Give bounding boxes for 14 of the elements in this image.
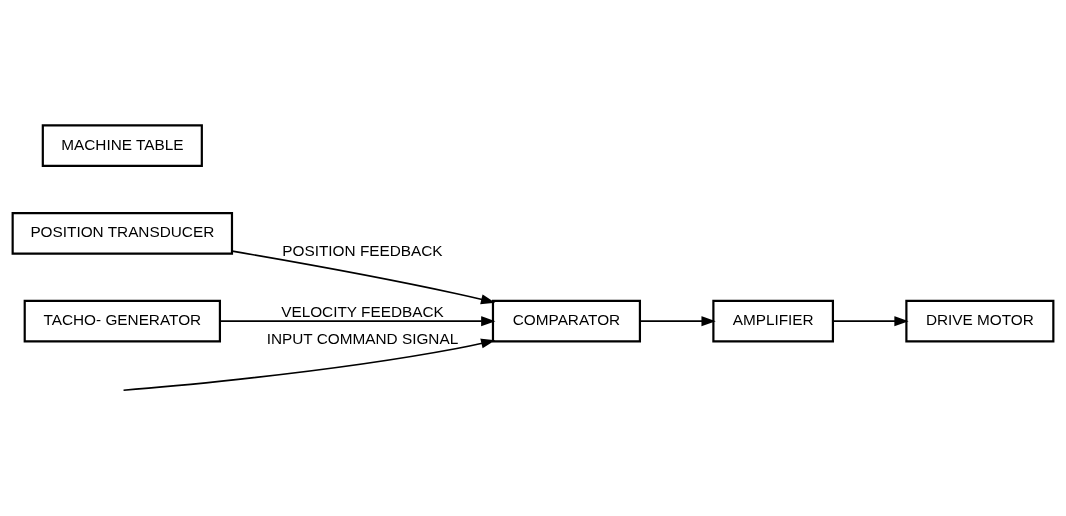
node-box: POSITION TRANSDUCER [11, 212, 234, 255]
arrow [231, 250, 496, 305]
node-box: COMPARATOR [491, 299, 641, 343]
edge-label: VELOCITY FEEDBACK [281, 302, 444, 320]
node-box: DRIVE MOTOR [905, 299, 1055, 343]
arrow [219, 316, 496, 327]
arrow [832, 316, 909, 327]
arrow [639, 316, 716, 327]
edge-label: INPUT COMMAND SIGNAL [266, 330, 459, 348]
node-box: TACHO- GENERATOR [23, 299, 221, 343]
node-box: MACHINE TABLE [41, 124, 203, 168]
arrow [122, 338, 496, 392]
node-box: AMPLIFIER [712, 299, 834, 343]
edge-label: POSITION FEEDBACK [282, 241, 443, 259]
